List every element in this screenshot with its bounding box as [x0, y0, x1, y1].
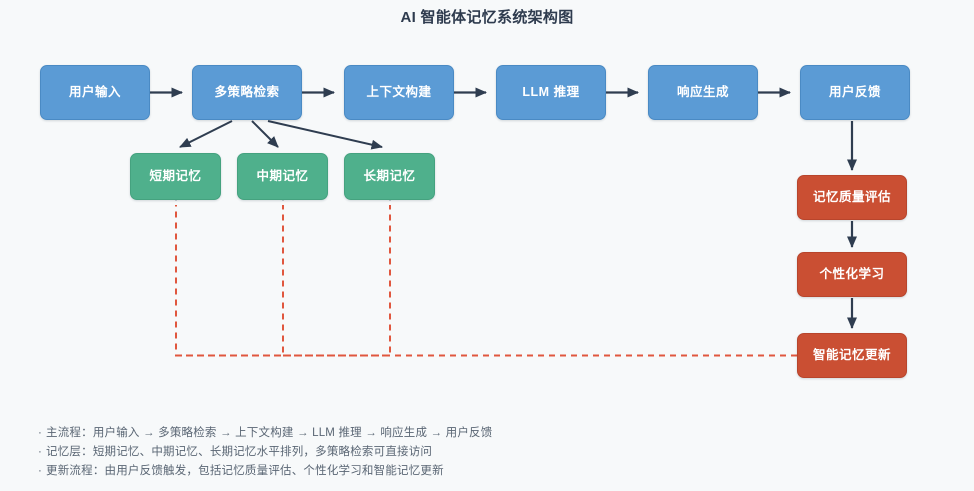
legend-text: 主流程：用户输入 → 多策略检索 → 上下文构建 → LLM 推理 → 响应生成…	[46, 427, 493, 439]
node-multi-strategy-retrieval[interactable]: 多策略检索	[192, 65, 302, 120]
node-label: 短期记忆	[149, 169, 202, 183]
node-response-generation[interactable]: 响应生成	[648, 65, 758, 120]
legend-text: 记忆层：短期记忆、中期记忆、长期记忆水平排列，多策略检索可直接访问	[46, 446, 433, 458]
node-memory-quality-evaluation[interactable]: 记忆质量评估	[797, 175, 907, 220]
node-label: 长期记忆	[363, 169, 416, 183]
edge-retrieval-to-mid-term	[251, 120, 279, 148]
node-user-feedback[interactable]: 用户反馈	[800, 65, 910, 120]
node-label: 中期记忆	[256, 169, 309, 183]
node-intelligent-memory-update[interactable]: 智能记忆更新	[797, 333, 907, 378]
node-label: 用户输入	[68, 85, 121, 99]
page-title: AI 智能体记忆系统架构图	[400, 9, 574, 26]
node-label: 用户反馈	[828, 85, 881, 99]
edge-retrieval-to-long-term	[267, 120, 383, 150]
node-personalized-learning[interactable]: 个性化学习	[797, 252, 907, 297]
legend-item-memory-layer: ·记忆层：短期记忆、中期记忆、长期记忆水平排列，多策略检索可直接访问	[38, 443, 738, 462]
legend-item-main-flow: ·主流程：用户输入 → 多策略检索 → 上下文构建 → LLM 推理 → 响应生…	[38, 424, 738, 443]
node-user-input[interactable]: 用户输入	[40, 65, 150, 120]
node-label: 响应生成	[676, 85, 729, 99]
legend-bullet: ·	[38, 446, 43, 458]
node-label: 智能记忆更新	[812, 348, 891, 362]
legend-item-update-flow: ·更新流程：由用户反馈触发，包括记忆质量评估、个性化学习和智能记忆更新	[38, 462, 738, 481]
node-label: 多策略检索	[214, 85, 280, 99]
node-short-term-memory[interactable]: 短期记忆	[130, 153, 221, 200]
node-label: 上下文构建	[366, 85, 432, 99]
node-context-building[interactable]: 上下文构建	[344, 65, 454, 120]
node-label: LLM 推理	[522, 85, 580, 99]
legend-bullet: ·	[38, 427, 43, 439]
node-llm-inference[interactable]: LLM 推理	[496, 65, 606, 120]
legend-bullet: ·	[38, 465, 43, 477]
legend-text: 更新流程：由用户反馈触发，包括记忆质量评估、个性化学习和智能记忆更新	[46, 465, 444, 477]
legend: ·主流程：用户输入 → 多策略检索 → 上下文构建 → LLM 推理 → 响应生…	[38, 424, 738, 481]
node-mid-term-memory[interactable]: 中期记忆	[237, 153, 328, 200]
edge-retrieval-to-short-term	[179, 120, 233, 148]
edge-update-feedback-bus	[170, 188, 797, 357]
node-label: 个性化学习	[819, 267, 885, 281]
node-label: 记忆质量评估	[812, 190, 891, 204]
node-long-term-memory[interactable]: 长期记忆	[344, 153, 435, 200]
